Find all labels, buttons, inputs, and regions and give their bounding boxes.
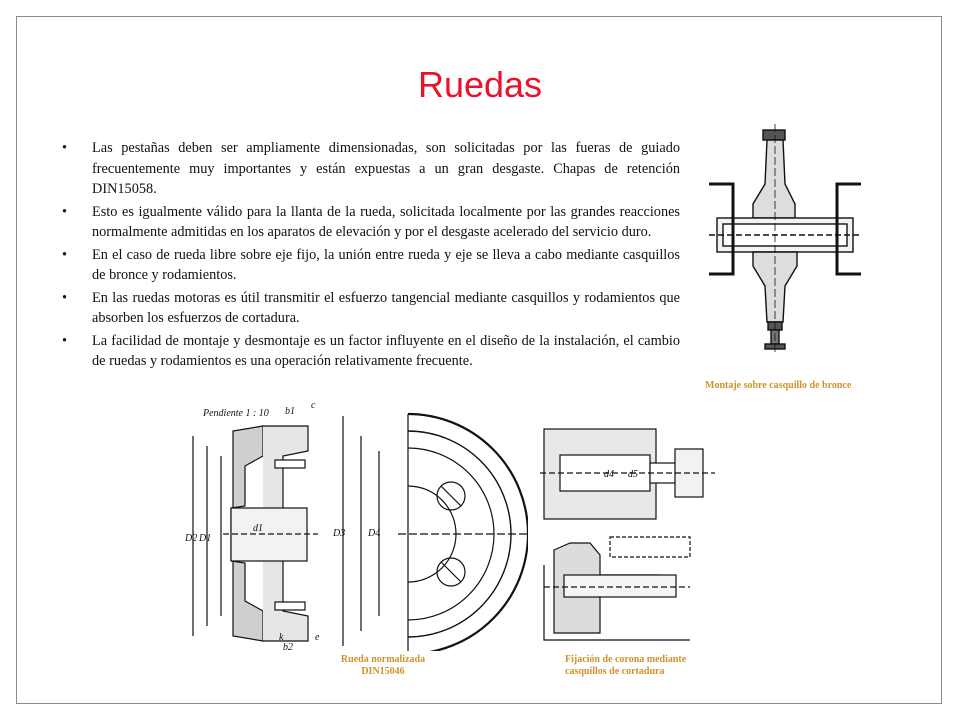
dim-b1: b1 — [285, 406, 295, 417]
caption-normalized-wheel: Rueda normalizada DIN15046 — [328, 654, 438, 678]
dim-d4: d4 — [604, 469, 614, 480]
dim-d5: d5 — [628, 469, 638, 480]
bullet-item: En las ruedas motoras es útil transmitir… — [62, 288, 680, 329]
caption-crown-fixing: Fijación de corona mediante casquillos d… — [565, 654, 705, 678]
caption-normalized-line2: DIN15046 — [361, 666, 405, 677]
dim-D2: D2 — [184, 533, 197, 544]
bullet-item: La facilidad de montaje y desmontaje es … — [62, 331, 680, 372]
dim-k: k — [279, 632, 284, 643]
crown-fixing-drawing: d4 d5 — [540, 428, 715, 641]
dim-D1: D1 — [198, 533, 211, 544]
bullet-item: Esto es igualmente válido para la llanta… — [62, 202, 680, 243]
caption-crown-line1: Fijación de corona mediante — [565, 654, 687, 665]
dim-b2: b2 — [283, 642, 293, 651]
caption-crown-line2: casquillos de cortadura — [565, 666, 665, 677]
bullet-list: Las pestañas deben ser ampliamente dimen… — [62, 138, 680, 374]
caption-normalized-line1: Rueda normalizada — [340, 654, 426, 665]
dim-c: c — [311, 400, 316, 411]
bullet-item: Las pestañas deben ser ampliamente dimen… — [62, 138, 680, 200]
normalized-wheel-drawing: Pendiente 1 : 10 D2 D1 b1 c d1 k e b2 D3… — [184, 400, 528, 651]
dim-D4: D4 — [367, 528, 380, 539]
bullet-item: En el caso de rueda libre sobre eje fijo… — [62, 245, 680, 286]
caption-bronze-bushing: Montaje sobre casquillo de bronce — [705, 380, 852, 391]
dim-d1: d1 — [253, 523, 263, 534]
slide-title: Ruedas — [417, 64, 543, 105]
slope-label: Pendiente 1 : 10 — [202, 408, 269, 419]
dim-e: e — [315, 632, 320, 643]
bronze-bushing-wheel-drawing — [709, 124, 861, 354]
dim-D3: D3 — [332, 528, 345, 539]
